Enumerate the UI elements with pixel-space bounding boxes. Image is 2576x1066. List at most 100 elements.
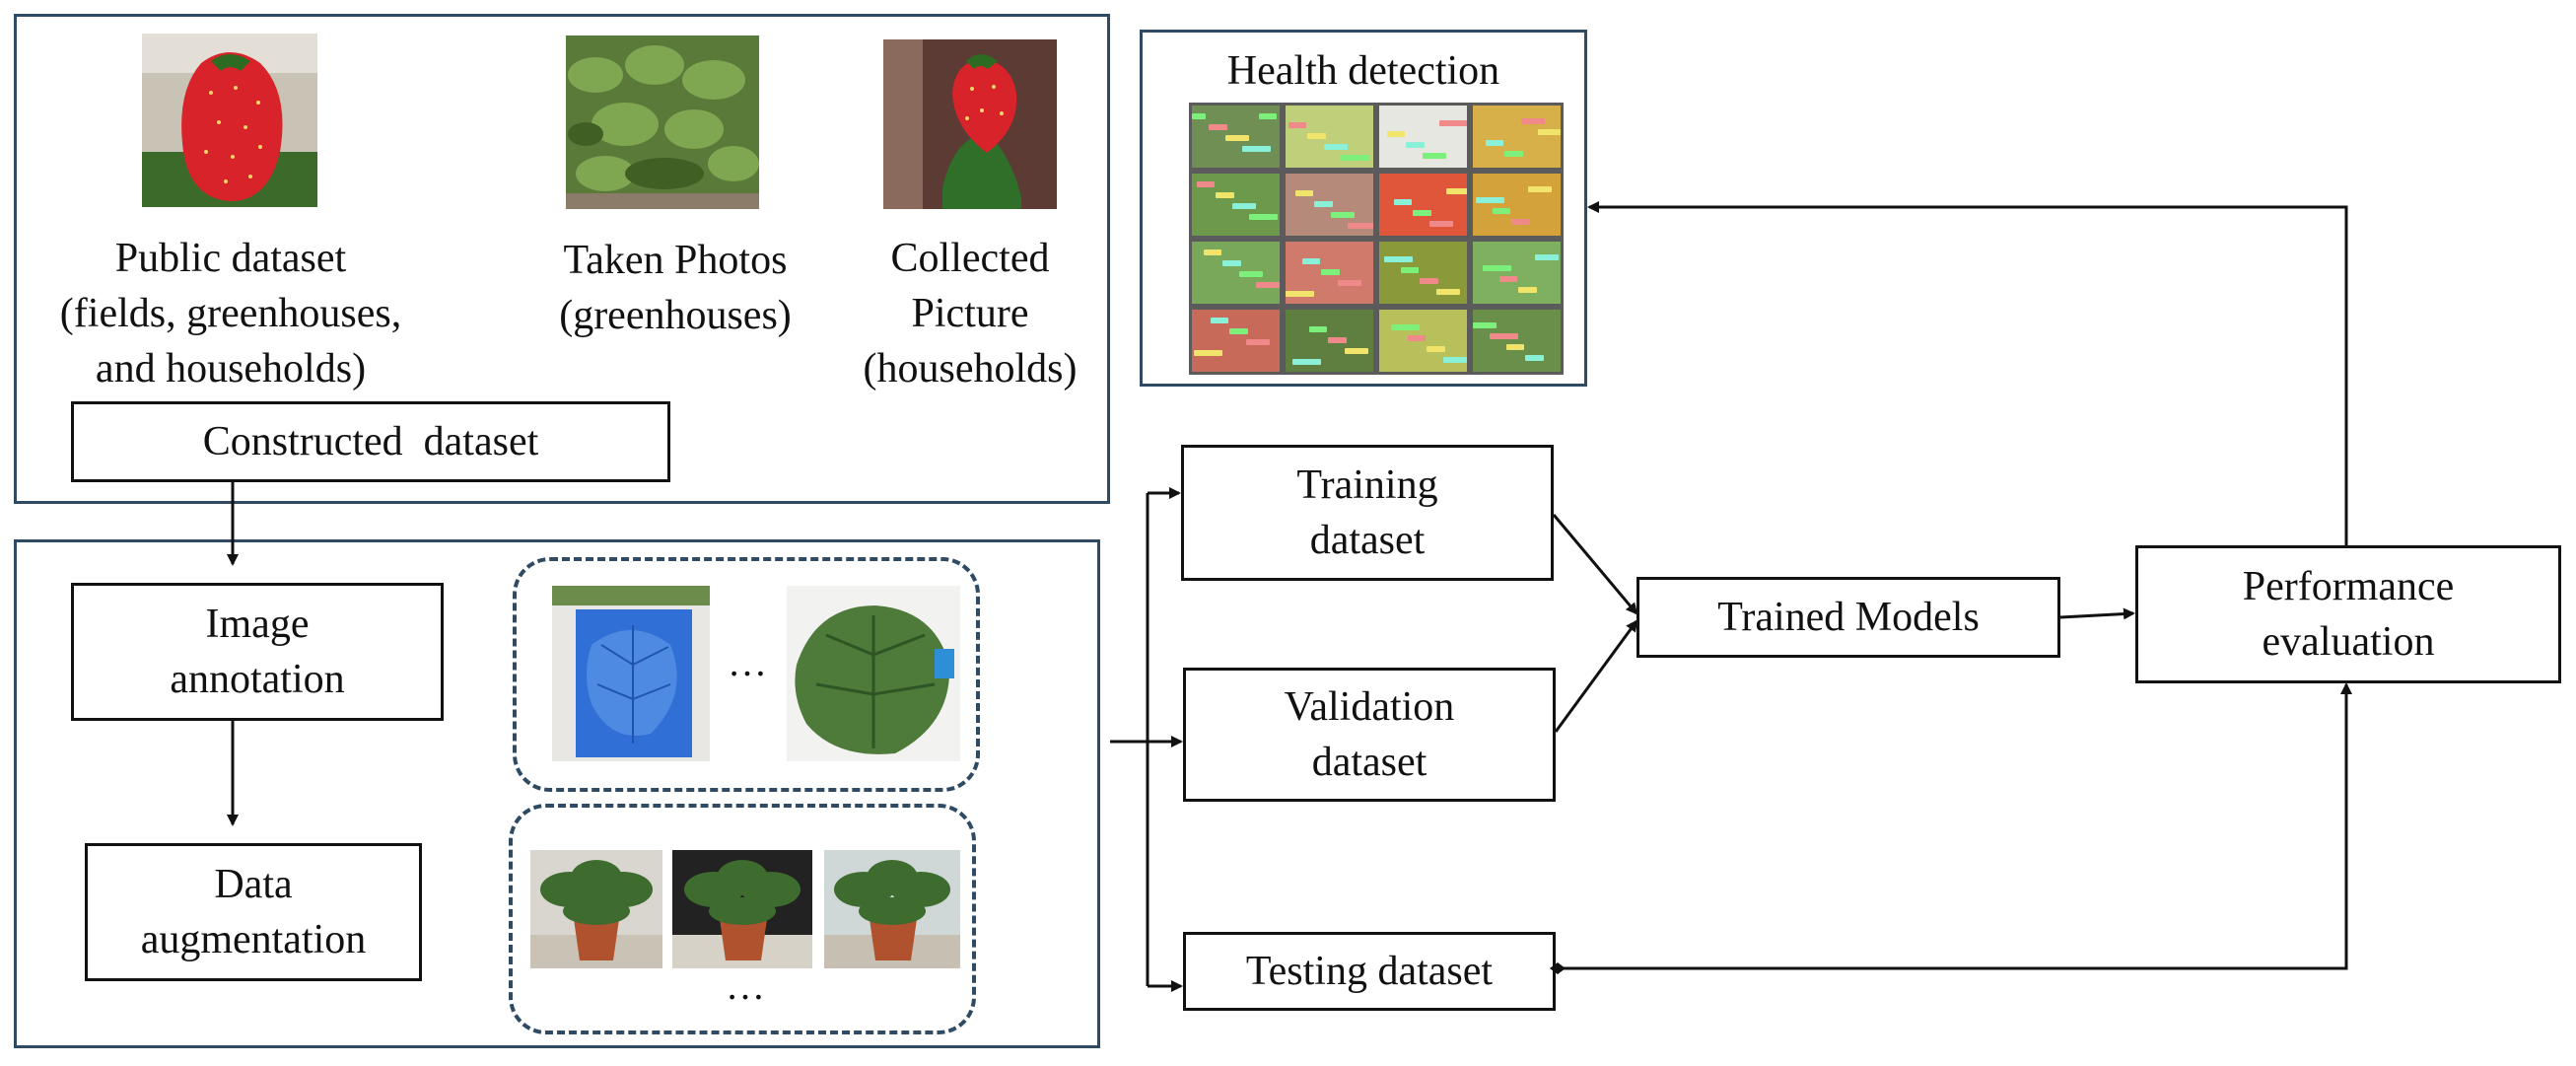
detection-box-label: [1518, 287, 1537, 293]
taken-photos-label: Taken Photos (greenhouses): [559, 238, 792, 338]
detection-thumbnail: [1379, 174, 1467, 236]
performance-evaluation-box: Performance evaluation: [2135, 545, 2561, 683]
detection-box-label: [1211, 318, 1228, 323]
public-dataset-photo: [142, 34, 317, 207]
detection-box-label: [1292, 359, 1321, 365]
arrow-performance-to-health: [1587, 201, 2348, 545]
arrow-models-to-performance: [2059, 607, 2135, 620]
detection-thumbnail: [1379, 310, 1467, 372]
detection-box-label: [1443, 357, 1467, 363]
detection-box-label: [1394, 199, 1412, 205]
constructed-dataset-box: Constructed dataset: [71, 401, 670, 482]
detection-box-label: [1490, 333, 1518, 339]
detection-box-label: [1249, 214, 1278, 220]
detection-box-label: [1309, 326, 1327, 332]
detection-thumbnail: [1473, 106, 1561, 168]
detection-box-label: [1239, 271, 1263, 277]
detection-box-label: [1401, 267, 1419, 273]
detection-box-label: [1408, 335, 1426, 341]
public-dataset-label: Public dataset (fields, greenhouses, and…: [59, 236, 402, 391]
detection-box-label: [1473, 322, 1497, 328]
detection-box-label: [1429, 221, 1453, 227]
augmentation-examples-group: [509, 804, 976, 1034]
detection-thumbnail: [1192, 174, 1280, 236]
detection-box-label: [1194, 350, 1222, 356]
detection-box-label: [1321, 269, 1340, 275]
detection-box-label: [1246, 339, 1270, 345]
detection-thumbnail: [1379, 106, 1467, 168]
detection-box-label: [1345, 348, 1368, 354]
arrow-validation-to-models: [1554, 619, 1638, 733]
detection-box-label: [1413, 210, 1431, 216]
testing-dataset-box: Testing dataset: [1183, 932, 1556, 1011]
detection-box-label: [1486, 140, 1503, 146]
detection-box-label: [1483, 265, 1511, 271]
detection-box-label: [1504, 151, 1523, 157]
augmented-image-2: [672, 850, 812, 968]
arrow-testing-to-performance: [1556, 682, 2352, 970]
detection-box-label: [1406, 142, 1425, 148]
data-augmentation-box: Data augmentation: [85, 843, 422, 981]
annotated-leaf-image: [552, 586, 710, 761]
trained-models-box: Trained Models: [1636, 577, 2060, 658]
detection-box-label: [1439, 120, 1467, 126]
annotation-examples-group: [513, 557, 980, 792]
detection-box-label: [1506, 344, 1524, 350]
collected-picture-label: Collected Picture (households): [863, 236, 1078, 391]
detection-box-label: [1423, 153, 1446, 159]
detection-box-label: [1499, 276, 1517, 282]
detection-box-label: [1446, 188, 1467, 194]
detection-box-label: [1295, 190, 1313, 196]
arrow-training-to-models: [1552, 514, 1638, 615]
detection-box-label: [1528, 186, 1552, 192]
detection-box-label: [1288, 122, 1306, 128]
detection-thumbnail: [1286, 310, 1373, 372]
detection-thumbnail: [1286, 106, 1373, 168]
augmentation-ellipsis: …: [726, 963, 765, 1008]
detection-box-label: [1341, 155, 1369, 161]
taken-photos-photo: [566, 36, 759, 209]
collected-picture-photo: [883, 39, 1057, 209]
detection-box-label: [1229, 328, 1248, 334]
detection-box-label: [1286, 291, 1314, 297]
detection-thumbnail: [1192, 106, 1280, 168]
detection-box-label: [1307, 133, 1326, 139]
detection-box-label: [1420, 278, 1438, 284]
detection-box-label: [1328, 337, 1347, 343]
detection-box-label: [1511, 219, 1530, 225]
augmented-image-1: [530, 850, 662, 968]
detection-box-label: [1204, 249, 1221, 255]
detection-box-label: [1314, 201, 1333, 207]
detection-box-label: [1538, 129, 1561, 135]
detection-box-label: [1222, 260, 1241, 266]
detection-thumbnail: [1473, 310, 1561, 372]
detection-results-grid: [1189, 103, 1564, 375]
detection-box-label: [1436, 289, 1460, 295]
training-dataset-box: Training dataset: [1181, 445, 1554, 581]
detection-thumbnail: [1473, 242, 1561, 304]
leaf-image: [787, 586, 960, 761]
detection-box-label: [1324, 144, 1348, 150]
detection-box-label: [1197, 181, 1215, 187]
detection-thumbnail: [1286, 174, 1373, 236]
detection-box-label: [1338, 280, 1361, 286]
annotation-ellipsis: …: [728, 640, 767, 684]
detection-box-label: [1476, 197, 1504, 203]
detection-box-label: [1192, 113, 1206, 119]
detection-box-label: [1302, 258, 1320, 264]
detection-box-label: [1225, 135, 1249, 141]
detection-box-label: [1331, 212, 1355, 218]
detection-box-label: [1387, 131, 1405, 137]
augmented-image-3: [824, 850, 960, 968]
detection-thumbnail: [1379, 242, 1467, 304]
detection-box-label: [1256, 282, 1280, 288]
detection-thumbnail: [1192, 310, 1280, 372]
image-annotation-box: Image annotation: [71, 583, 444, 721]
detection-box-label: [1535, 254, 1559, 260]
detection-thumbnail: [1473, 174, 1561, 236]
validation-dataset-box: Validation dataset: [1183, 668, 1556, 802]
detection-box-label: [1521, 118, 1545, 124]
detection-box-label: [1348, 223, 1373, 229]
detection-box-label: [1259, 113, 1277, 119]
detection-thumbnail: [1192, 242, 1280, 304]
